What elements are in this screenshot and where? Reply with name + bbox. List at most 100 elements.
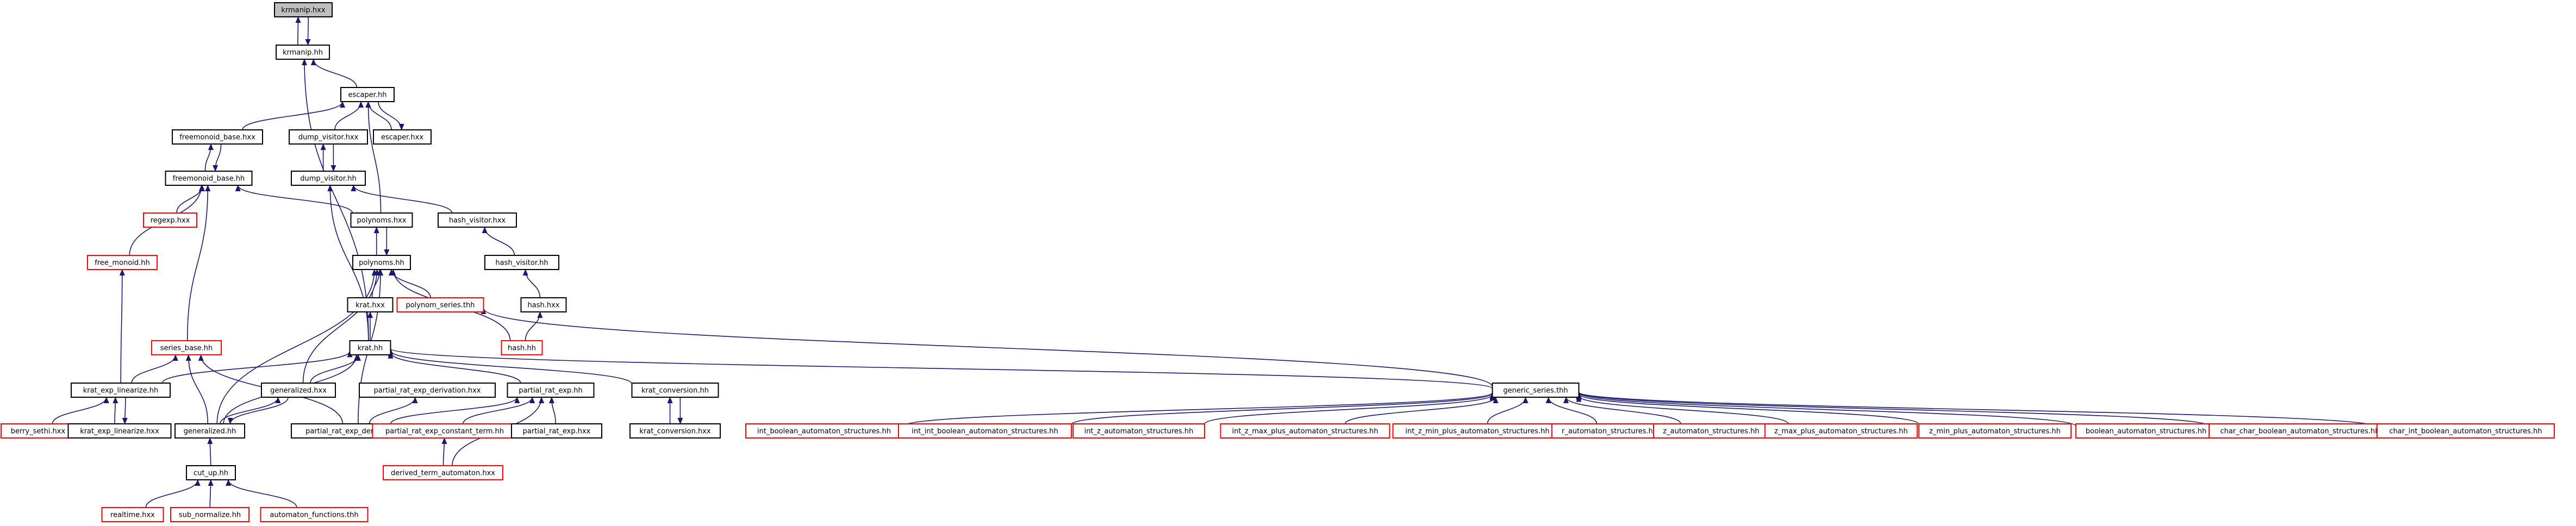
- node-box: [289, 129, 368, 145]
- node-int-z-max-plus-automaton-structures-hh[interactable]: int_z_max_plus_automaton_structures.hh: [1220, 423, 1390, 439]
- node-krat-hxx[interactable]: krat.hxx: [347, 297, 394, 312]
- node-label: z_automaton_structures.hh: [1663, 428, 1759, 436]
- edge-hash-hh-to-hash-hxx: [525, 311, 543, 341]
- edge-derived-term-automaton-hxx-to-partial-rat-exp-constant-term-hh: [441, 437, 447, 466]
- node-box: [629, 423, 721, 439]
- edge-generic-series-thh-to-krat-hh: [388, 348, 1493, 389]
- node-label: freemonoid_base.hxx: [179, 134, 255, 142]
- node-series-base-hh[interactable]: series_base.hh: [151, 340, 222, 355]
- node-label: derived_term_automaton.hxx: [391, 469, 495, 478]
- edge-partial-rat-exp-hxx-to-partial-rat-exp-hh: [548, 397, 556, 424]
- node-cut-up-hh[interactable]: cut_up.hh: [186, 465, 236, 480]
- node-z-automaton-structures-hh[interactable]: z_automaton_structures.hh: [1653, 423, 1769, 439]
- node-polynoms-hxx[interactable]: polynoms.hxx: [350, 212, 413, 228]
- node-z-max-plus-automaton-structures-hh[interactable]: z_max_plus_automaton_structures.hh: [1764, 423, 1918, 439]
- node-generalized-hxx[interactable]: generalized.hxx: [261, 383, 336, 398]
- edges-layer: [52, 16, 2378, 508]
- node-polynom-series-thh[interactable]: polynom_series.thh: [396, 297, 484, 312]
- edge-realtime-hxx-to-cut-up-hh: [145, 479, 201, 508]
- node-box: [349, 340, 391, 355]
- edge-freemonoid-base-hxx-to-freemonoid-base-hh: [213, 143, 222, 172]
- node-label: z_min_plus_automaton_structures.hh: [1929, 428, 2061, 436]
- node-krat-exp-linearize-hh[interactable]: krat_exp_linearize.hh: [71, 383, 171, 398]
- node-partial-rat-exp-derivation-hxx[interactable]: partial_rat_exp_derivation.hxx: [359, 383, 496, 398]
- node-box: [291, 171, 366, 186]
- node-hash-hh[interactable]: hash.hh: [501, 340, 543, 355]
- node-box: [151, 340, 222, 355]
- node-box: [396, 297, 484, 312]
- node-int-z-automaton-structures-hh[interactable]: int_z_automaton_structures.hh: [1072, 423, 1205, 439]
- node-free-monoid-hh[interactable]: free_monoid.hh: [87, 255, 158, 270]
- node-freemonoid-base-hxx[interactable]: freemonoid_base.hxx: [172, 129, 263, 145]
- node-krat-conversion-hh[interactable]: krat_conversion.hh: [631, 383, 719, 398]
- node-realtime-hxx[interactable]: realtime.hxx: [101, 507, 164, 522]
- node-sub-normalize-hh[interactable]: sub_normalize.hh: [170, 507, 250, 522]
- node-label: freemonoid_base.hh: [173, 175, 245, 183]
- edge-z-automaton-structures-hh-to-generic-series-thh: [1563, 397, 1681, 424]
- node-boolean-automaton-structures-hh[interactable]: boolean_automaton_structures.hh: [2075, 423, 2217, 439]
- edge-hash-visitor-hh-to-hash-visitor-hxx: [482, 227, 515, 256]
- node-krat-conversion-hxx[interactable]: krat_conversion.hxx: [629, 423, 721, 439]
- node-hash-visitor-hh[interactable]: hash_visitor.hh: [484, 255, 559, 270]
- node-box: [260, 507, 369, 522]
- node-generalized-hh[interactable]: generalized.hh: [174, 423, 245, 439]
- node-krat-exp-linearize-hxx[interactable]: krat_exp_linearize.hxx: [67, 423, 172, 439]
- edge-generalized-hxx-to-polynoms-hh: [302, 269, 380, 384]
- node-box: [186, 465, 236, 480]
- node-regexp-hxx[interactable]: regexp.hxx: [143, 212, 197, 228]
- node-hash-hxx[interactable]: hash.hxx: [520, 297, 567, 312]
- node-kmanip-hxx[interactable]: krmanip.hxx: [274, 2, 333, 17]
- edge-partial-rat-exp-derivation-hh-to-partial-rat-exp-derivation-hxx: [369, 397, 418, 424]
- node-box: [350, 212, 413, 228]
- edge-generalized-hh-to-series-base-hh: [185, 354, 209, 424]
- node-char-int-boolean-automaton-structures-hh[interactable]: char_int_boolean_automaton_structures.hh: [2377, 423, 2555, 439]
- node-generic-series-thh[interactable]: generic_series.thh: [1492, 383, 1580, 398]
- node-box: [276, 45, 330, 60]
- node-krat-hh[interactable]: krat.hh: [349, 340, 391, 355]
- node-label: krmanip.hxx: [281, 7, 325, 15]
- node-box: [2209, 423, 2391, 439]
- edge-generalized-hxx-to-krat-hh: [310, 354, 361, 384]
- node-polynoms-hh[interactable]: polynoms.hh: [352, 255, 411, 270]
- node-box: [174, 423, 245, 439]
- edge-r-automaton-structures-hh-to-generic-series-thh: [1545, 397, 1598, 424]
- node-berry-sethi-hxx[interactable]: berry_sethi.hxx: [1, 423, 76, 439]
- node-hash-visitor-hxx[interactable]: hash_visitor.hxx: [438, 212, 517, 228]
- node-escaper-hxx[interactable]: escaper.hxx: [373, 129, 432, 145]
- node-label: polynoms.hh: [359, 259, 404, 267]
- node-automaton-functions-thh[interactable]: automaton_functions.thh: [260, 507, 369, 522]
- node-escaper-hh[interactable]: escaper.hh: [340, 87, 395, 102]
- node-label: dump_visitor.hxx: [298, 134, 359, 142]
- node-label: hash.hh: [508, 345, 536, 353]
- node-char-char-boolean-automaton-structures-hh[interactable]: char_char_boolean_automaton_structures.h…: [2209, 423, 2391, 439]
- edge-hash-visitor-hxx-to-dump-visitor-hh: [351, 185, 453, 214]
- node-freemonoid-base-hh[interactable]: freemonoid_base.hh: [165, 171, 253, 186]
- edge-int-z-automaton-structures-hh-to-generic-series-thh: [1204, 394, 1495, 425]
- edge-polynom-series-thh-to-polynoms-hh: [389, 269, 431, 298]
- edge-polynoms-hxx-to-escaper-hh: [365, 101, 382, 214]
- node-box: [484, 255, 559, 270]
- node-kmanip-hh[interactable]: krmanip.hh: [276, 45, 330, 60]
- node-z-min-plus-automaton-structures-hh[interactable]: z_min_plus_automaton_structures.hh: [1918, 423, 2072, 439]
- edge-krat-exp-linearize-hh-to-series-base-hh: [131, 354, 178, 384]
- node-dump-visitor-hxx[interactable]: dump_visitor.hxx: [289, 129, 368, 145]
- node-box: [383, 465, 503, 480]
- edge-automaton-functions-thh-to-cut-up-hh: [226, 479, 297, 508]
- node-label: r_automaton_structures.hh: [1562, 428, 1657, 436]
- node-int-boolean-automaton-structures-hh[interactable]: int_boolean_automaton_structures.hh: [745, 423, 903, 439]
- edge-freemonoid-base-hh-to-freemonoid-base-hxx: [204, 143, 214, 172]
- edge-krat-exp-linearize-hh-to-krat-hh: [161, 350, 353, 384]
- node-label: generalized.hh: [184, 428, 236, 436]
- node-int-z-min-plus-automaton-structures-hh[interactable]: int_z_min_plus_automaton_structures.hh: [1392, 423, 1563, 439]
- node-partial-rat-exp-constant-term-hh[interactable]: partial_rat_exp_constant_term.hh: [372, 423, 517, 439]
- node-label: generalized.hxx: [270, 387, 327, 395]
- node-dump-visitor-hh[interactable]: dump_visitor.hh: [291, 171, 366, 186]
- node-int-int-boolean-automaton-structures-hh[interactable]: int_int_boolean_automaton_structures.hh: [898, 423, 1072, 439]
- node-partial-rat-exp-hh[interactable]: partial_rat_exp.hh: [507, 383, 595, 398]
- node-box: [165, 171, 253, 186]
- edge-int-z-min-plus-automaton-structures-hh-to-generic-series-thh: [1487, 397, 1529, 424]
- node-partial-rat-exp-hxx[interactable]: partial_rat_exp.hxx: [511, 423, 602, 439]
- node-box: [2075, 423, 2217, 439]
- node-derived-term-automaton-hxx[interactable]: derived_term_automaton.hxx: [383, 465, 503, 480]
- node-r-automaton-structures-hh[interactable]: r_automaton_structures.hh: [1551, 423, 1668, 439]
